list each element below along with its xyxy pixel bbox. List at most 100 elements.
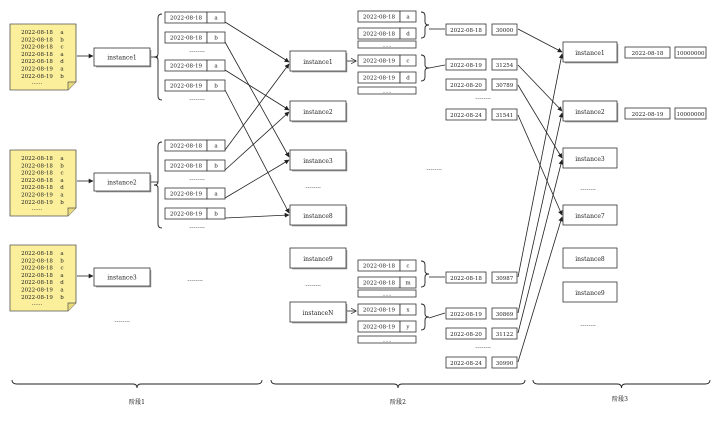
- map-group-1-dots-end: ……..: [189, 95, 205, 102]
- stage1-instance-2-shadow: [96, 175, 152, 193]
- count-bottom-2-date-cell: [445, 307, 487, 320]
- map-group-1-row-4-date: 2022-08-19: [170, 84, 203, 90]
- count-bottom-4-date: 2022-08-24: [450, 361, 482, 367]
- final-arrow-5: [517, 53, 564, 278]
- final-arrow-6: [517, 112, 564, 314]
- map-group-1-row-4-value: b: [214, 84, 218, 90]
- count-top-dots: ……..: [475, 94, 491, 101]
- count-top-1-count: 30000: [496, 28, 514, 34]
- final-instance-2-label: instance2: [575, 109, 605, 116]
- map-group-2-row-2-value: b: [214, 164, 218, 170]
- count-bottom-1-count-cell: [491, 271, 518, 284]
- reduce-group-2-more-a-text: ……: [383, 293, 393, 298]
- map-group-2-row-1-date: 2022-08-18: [170, 144, 203, 150]
- reduce-g2-to-count-2: [428, 312, 446, 319]
- count-bottom-3-date-cell: [445, 327, 487, 340]
- input-file-1-row-7-date: 2022-08-19: [21, 74, 53, 80]
- count-top-3-date-cell: [445, 78, 487, 91]
- reduce-group-2-row-3-value-cell: [399, 303, 417, 316]
- input-file-1-row-6-value: a: [60, 67, 64, 73]
- count-top-1-date-cell: [445, 23, 487, 36]
- stage1-instance-1-shadow: [96, 50, 152, 68]
- count-top-2-count: 31254: [496, 63, 514, 69]
- input-file-1-row-2-date: 2022-08-18: [21, 37, 53, 43]
- input-file-2-row-7-date: 2022-08-19: [21, 200, 53, 206]
- final-dots-a: ……..: [580, 185, 596, 192]
- map-group-1-row-1-value: a: [214, 16, 218, 22]
- count-bottom-4-count: 30990: [496, 361, 514, 367]
- mid-instance-6-label: instanceN: [303, 310, 334, 317]
- final-instance-4-label: instance7: [575, 213, 605, 220]
- result-1-count-cell: [674, 46, 707, 59]
- map-group-1-row-1-date: 2022-08-18: [170, 16, 203, 22]
- input-file-2-row-2-value: b: [60, 163, 64, 169]
- count-top-2-date-cell: [445, 58, 487, 71]
- map-group-1-dots-mid: ……..: [189, 47, 205, 54]
- reduce-group-1-row-2-value: d: [406, 32, 410, 38]
- map-group-2-row-1-value-cell: [206, 139, 226, 152]
- shuffle-g2-r3: [224, 159, 290, 199]
- reduce-group-2-brace-a: [420, 260, 430, 288]
- count-top-2-count-cell: [491, 58, 518, 71]
- reduce-group-1-row-2-value-cell: [399, 27, 417, 40]
- mid-instance-4-label: instance8: [303, 213, 333, 220]
- input-file-2-fold: [67, 207, 76, 216]
- input-file-3-row-7-date: 2022-08-19: [21, 295, 53, 301]
- input-file-2-row-6-value: a: [60, 193, 64, 199]
- input-file-2-row-3-date: 2022-08-18: [21, 171, 53, 177]
- shuffle-g2-r1: [224, 63, 290, 151]
- count-top-3-date: 2022-08-20: [450, 83, 482, 89]
- map-group-2-row-3-value-cell: [206, 187, 226, 200]
- input-file-3-row-2-date: 2022-08-18: [21, 258, 53, 264]
- mid-instance-5-label: instance9: [303, 256, 333, 263]
- mid-instance-3-shadow: [292, 152, 348, 172]
- result-1-date: 2022-08-18: [632, 51, 664, 57]
- final-arrow-7: [517, 159, 564, 334]
- count-bottom-3-count: 31122: [496, 332, 514, 338]
- reduce-group-1-row-3-value-cell: [399, 54, 417, 67]
- stage-2-label: 阶段2: [390, 398, 406, 406]
- input-file-2-row-7-value: b: [60, 200, 64, 206]
- count-bottom-4-date-cell: [445, 356, 487, 369]
- count-bottom-2-count-cell: [491, 307, 518, 320]
- reduce-group-2-row-1-value-cell: [399, 259, 417, 272]
- stage1-instance-3-shadow: [96, 270, 152, 288]
- stage1-instance-3-label: instance3: [107, 275, 137, 282]
- reduce-group-2-row-2-value-cell: [399, 276, 417, 289]
- reduce-group-2-row-3-date: 2022-08-19: [363, 308, 396, 314]
- mid-instance-6-shadow: [292, 304, 348, 324]
- reduce-group-2-row-4-value-cell: [399, 320, 417, 333]
- input-file-2-row-1-value: a: [60, 156, 64, 162]
- input-file-2-row-5-value: d: [60, 185, 64, 191]
- final-instance-3: [562, 147, 618, 169]
- input-file-3-row-3-date: 2022-08-18: [21, 266, 53, 272]
- stage-1-brace: [11, 379, 263, 389]
- center-dots: ……..: [426, 165, 442, 172]
- final-instance-5: [562, 247, 618, 269]
- mid-instance-2-label: instance2: [303, 109, 333, 116]
- shapes: 2022-08-18 a 2022-08-18 b 2022-08-18 c 2022-08…: [9, 10, 711, 406]
- reduce-group-2-row-2-value: m: [405, 281, 411, 287]
- stage1-instance-1-label: instance1: [107, 55, 136, 62]
- count-bottom-2-date: 2022-08-19: [450, 312, 482, 318]
- mid-dots-b: ……..: [305, 281, 321, 288]
- reduce-group-2-row-3-value: x: [406, 308, 410, 314]
- reduce-group-1-brace-b: [420, 54, 430, 82]
- map-group-1-row-3-value-cell: [206, 59, 226, 72]
- input-file-1-row-5-date: 2022-08-18: [21, 59, 53, 65]
- count-top-1-count-cell: [491, 23, 518, 36]
- input-file-1-row-3-date: 2022-08-18: [21, 45, 53, 51]
- input-file-3-row-5-value: d: [60, 280, 64, 286]
- input-file-3-row-1-value: a: [60, 251, 64, 257]
- result-2-date-cell: [624, 107, 671, 120]
- reduce-group-2-more-b: [357, 335, 417, 344]
- count-bottom-dots: ……..: [475, 343, 491, 350]
- shuffle-g1-r2: [224, 41, 290, 158]
- count-top-1-date: 2022-08-18: [450, 28, 482, 34]
- input-file-3-row-3-value: c: [60, 266, 63, 272]
- mid-instance-3-label: instance3: [303, 158, 333, 165]
- reduce-group-2-more-a: [357, 289, 417, 298]
- reduce-group-1-row-4-value-cell: [399, 71, 417, 84]
- final-instance-6: [562, 281, 618, 303]
- count-top-3-count: 30789: [496, 83, 514, 89]
